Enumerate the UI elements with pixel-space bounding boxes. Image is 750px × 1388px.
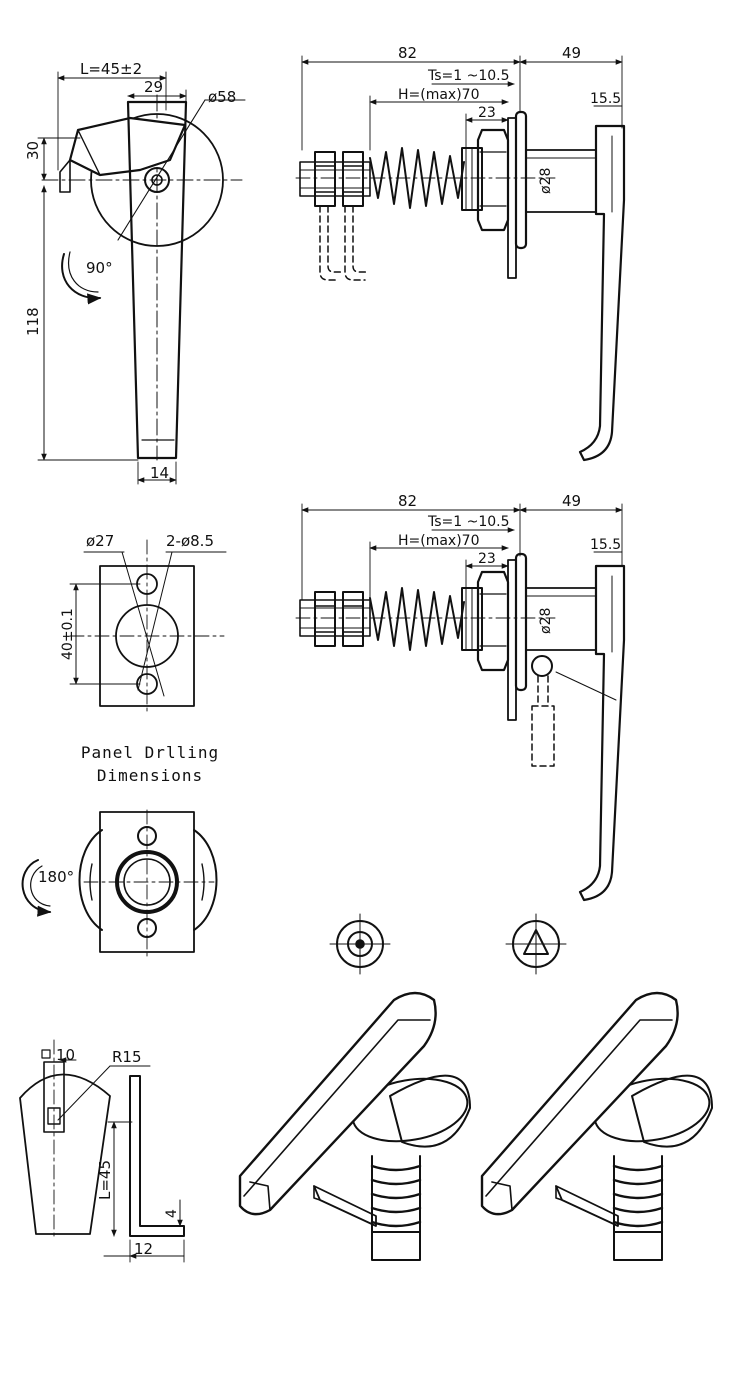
dim-l45: L=45±2: [80, 60, 142, 78]
front-view-handle: [37, 71, 246, 485]
symbol-round-keyhole: [329, 913, 391, 975]
dim-10: 10: [56, 1046, 75, 1064]
cam-detail-view: [19, 1039, 185, 1263]
dim-12: 12: [134, 1240, 153, 1258]
dim-23-bottom: 23: [478, 551, 496, 567]
dim-82-bottom: 82: [398, 492, 417, 510]
caption-line-1: Panel Drlling: [80, 743, 220, 762]
dim-40: 40±0.1: [60, 608, 76, 660]
dim-118: 118: [24, 307, 42, 336]
dim-ts-bottom: Ts=1 ~10.5: [427, 514, 510, 530]
dim-l45-cam: L=45: [96, 1160, 114, 1200]
dim-h-top: H=(max)70: [398, 87, 480, 103]
dim-49-top: 49: [562, 44, 581, 62]
dim-d27: ø27: [86, 532, 114, 550]
panel-drilling-view: [69, 539, 227, 713]
dim-d28-bottom: ø28: [538, 608, 554, 634]
dim-29: 29: [144, 78, 163, 96]
caption-line-2: Dimensions: [96, 766, 204, 785]
side-view-1: [295, 55, 626, 462]
rotation-180: 180°: [38, 868, 74, 886]
dim-23-top: 23: [478, 105, 496, 121]
dim-82-top: 82: [398, 44, 417, 62]
rotation-90: 90°: [86, 259, 113, 277]
isometric-view-left: [238, 991, 471, 1261]
panel-drilling-caption: Panel Drlling Dimensions: [40, 741, 260, 787]
dim-30: 30: [24, 141, 42, 160]
dim-d58: ø58: [208, 88, 236, 106]
dim-49-bottom: 49: [562, 492, 581, 510]
side-view-2: [295, 503, 626, 902]
dim-d28-top: ø28: [538, 168, 554, 194]
dim-15-top: 15.5: [590, 91, 621, 107]
dim-h-bottom: H=(max)70: [398, 533, 480, 549]
dim-ts-top: Ts=1 ~10.5: [427, 68, 510, 84]
labels: L=45±2 29 ø58 30 118 14 90° 82 49 Ts=1 ~…: [24, 44, 621, 1258]
dim-r15: R15: [112, 1048, 142, 1066]
isometric-view-right: [480, 991, 713, 1261]
rear-view: [21, 809, 218, 957]
dim-14: 14: [150, 464, 169, 482]
dim-holes: 2-ø8.5: [166, 532, 214, 550]
symbol-triangle-key: [505, 913, 567, 975]
dim-15-bottom: 15.5: [590, 537, 621, 553]
dim-4: 4: [164, 1209, 180, 1218]
